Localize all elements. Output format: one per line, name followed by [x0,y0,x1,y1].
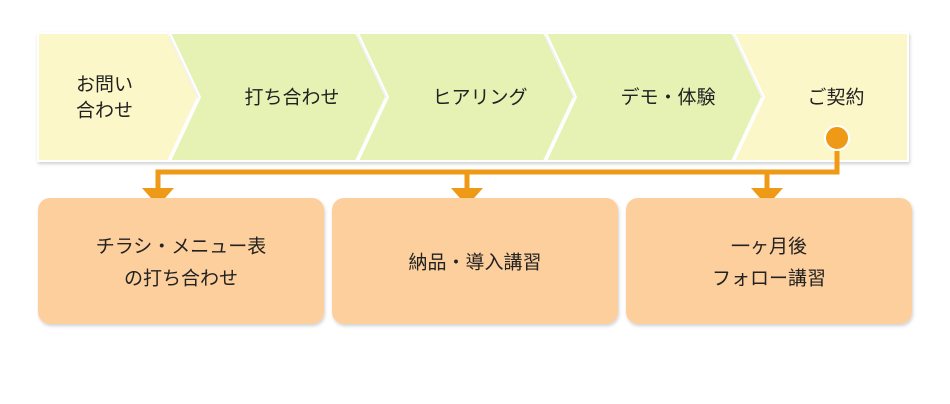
arrow-down-icon [751,188,783,206]
text-line: 合わせ [76,100,133,122]
text-line: 打ち合わせ [244,87,339,109]
step-label: デモ・体験 [620,87,715,109]
process-steps: お問い合わせ 打ち合わせ ヒアリング デモ・体験 ご契約 [37,32,909,162]
text-line: 一ヶ月後 [731,236,807,258]
outcome-box [626,198,912,324]
outcome-label: チラシ・メニュー表の打ち合わせ [96,236,267,290]
connector-origin-dot [824,125,850,151]
outcome-label: 一ヶ月後フォロー講習 [712,236,826,290]
step-shape [37,32,200,162]
text-line: の打ち合わせ [124,268,238,290]
outcome-box [332,198,618,324]
outcome-label: 納品・導入講習 [408,252,541,274]
text-line: 納品・導入講習 [408,252,541,274]
text-line: ヒアリング [432,87,527,109]
step-label: ヒアリング [432,87,527,109]
step-label: お問い合わせ [76,74,133,122]
text-line: チラシ・メニュー表 [96,236,267,258]
text-line: デモ・体験 [620,87,715,109]
arrow-down-icon [451,188,483,206]
step-shape [356,32,576,162]
text-line: お問い [76,74,133,96]
arrow-down-icon [142,188,174,206]
step-shape [168,32,388,162]
step-label: 打ち合わせ [244,87,339,109]
step-shape [732,32,909,162]
step-label: ご契約 [807,87,864,109]
text-line: ご契約 [807,87,864,109]
text-line: フォロー講習 [712,268,826,290]
connector [142,125,850,206]
outcomes: チラシ・メニュー表の打ち合わせ 納品・導入講習 一ヶ月後フォロー講習 [38,198,912,324]
outcome-box [38,198,324,324]
step-shape [544,32,764,162]
